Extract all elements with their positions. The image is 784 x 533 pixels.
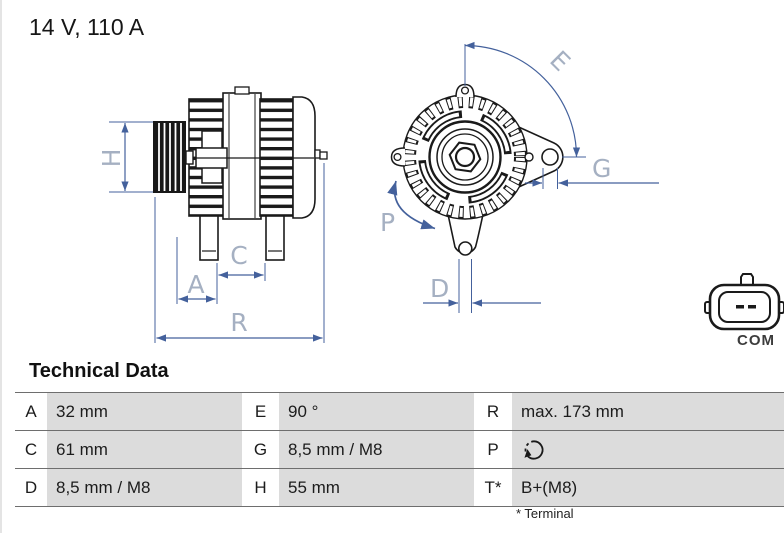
cell-value-d: 8,5 mm / M8 (47, 469, 242, 506)
cell-value-c: 61 mm (47, 431, 242, 468)
cell-label-r: R (474, 393, 512, 430)
alternator-technical-drawing: H A C R (97, 41, 784, 349)
cell-value-r: max. 173 mm (512, 393, 784, 430)
dimension-label-a: A (187, 270, 204, 299)
cell-label-c: C (15, 431, 47, 468)
alternator-front-view: E G P D (380, 41, 659, 313)
cell-value-g: 8,5 mm / M8 (279, 431, 474, 468)
cell-label-g: G (242, 431, 279, 468)
dimension-label-c: C (230, 241, 247, 270)
cell-label-p: P (474, 431, 512, 468)
dimension-c: C (218, 241, 266, 281)
cell-label-e: E (242, 393, 279, 430)
dimension-label-p: P (380, 208, 395, 237)
dimension-label-e: E (544, 45, 576, 77)
dimension-label-d: D (430, 274, 449, 303)
mounting-legs (199, 215, 285, 261)
dimension-g: G (525, 154, 659, 189)
dimension-h: H (97, 121, 153, 193)
technical-data-table: A 32 mm E 90 ° R max. 173 mm C 61 mm G 8… (15, 392, 784, 507)
terminal-footnote: * Terminal (516, 506, 574, 521)
cell-label-a: A (15, 393, 47, 430)
page-title: 14 V, 110 A (29, 14, 145, 40)
dimension-label-g: G (592, 154, 611, 183)
terminal-stud (314, 149, 328, 160)
dimension-a: A (176, 237, 218, 304)
connector-pin (736, 305, 744, 309)
connector-pin (748, 305, 756, 309)
alternator-side-view: H A C R (97, 86, 328, 343)
table-row: D 8,5 mm / M8 H 55 mm T* B+(M8) (15, 468, 784, 506)
rotation-ccw-icon (524, 439, 544, 460)
dimension-label-h: H (97, 149, 126, 168)
dimension-r: R (154, 163, 325, 343)
cell-value-t: B+(M8) (512, 469, 784, 506)
cell-value-e: 90 ° (279, 393, 474, 430)
rotation-direction-arrow: P (380, 180, 436, 237)
cell-value-a: 32 mm (47, 393, 242, 430)
cell-label-h: H (242, 469, 279, 506)
table-row: C 61 mm G 8,5 mm / M8 P (15, 430, 784, 468)
cell-value-h: 55 mm (279, 469, 474, 506)
dimension-d: D (423, 259, 541, 313)
technical-data-heading: Technical Data (29, 360, 169, 382)
connector-label: COM (737, 332, 775, 349)
cell-label-t: T* (474, 469, 512, 506)
cell-value-p (512, 431, 784, 468)
table-row: A 32 mm E 90 ° R max. 173 mm (15, 392, 784, 430)
pulley (153, 121, 194, 193)
cell-label-d: D (15, 469, 47, 506)
com-connector: COM (704, 273, 784, 349)
dimension-label-r: R (230, 308, 247, 337)
